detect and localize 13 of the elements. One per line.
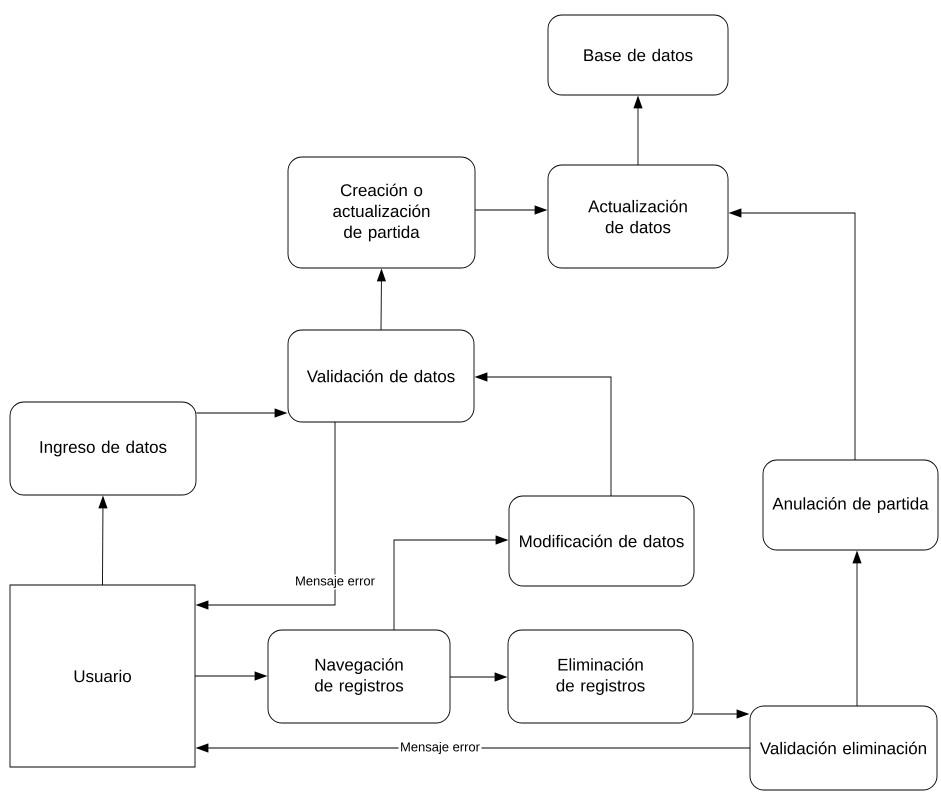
process-box: Validación eliminación (750, 706, 938, 790)
process-box: Modificación de datos (508, 496, 694, 586)
edge-label: Mensaje error (294, 574, 376, 590)
process-box: Ingreso de datos (10, 402, 196, 496)
edge-label: Mensaje error (398, 740, 482, 756)
process-box: Navegación de registros (268, 630, 450, 724)
process-box: Base de datos (548, 14, 728, 96)
process-box: Actualización de datos (548, 164, 728, 268)
process-box: Validación de datos (288, 330, 474, 422)
process-box: Creación o actualización de partida (288, 156, 476, 268)
process-box: Anulación de partida (762, 460, 938, 550)
actor-box: Usuario (10, 584, 196, 768)
process-box: Eliminación de registros (508, 630, 694, 724)
